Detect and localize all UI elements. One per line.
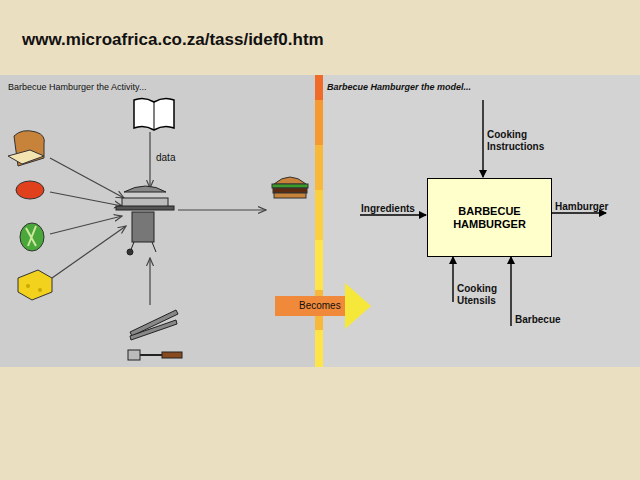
bread-icon	[8, 131, 44, 166]
left-panel	[0, 75, 316, 367]
panel-title: Barbecue Hamburger the model...	[327, 81, 471, 93]
becomes-label: Becomes	[299, 300, 341, 312]
book-icon	[134, 98, 174, 130]
idef0-arrows	[360, 100, 606, 326]
panel-title: Barbecue Hamburger the Activity...	[8, 81, 146, 93]
grill-icon	[116, 186, 174, 255]
becomes-arrow	[275, 283, 371, 329]
output-label: Hamburger	[555, 201, 608, 213]
mechanism-label: Barbecue	[515, 314, 561, 326]
burger-icon	[272, 177, 308, 198]
right-panel	[323, 75, 640, 367]
cheese-icon	[18, 270, 52, 300]
input-arrows	[50, 132, 266, 305]
divider-band	[315, 75, 323, 367]
lettuce-icon	[20, 223, 44, 251]
page-title: www.microafrica.co.za/tass/idef0.htm	[22, 30, 324, 50]
box-text: BARBECUE HAMBURGER	[428, 201, 551, 235]
spatula-icon	[128, 350, 182, 360]
control-label: Cooking Instructions	[487, 129, 547, 153]
input-label: Ingredients	[361, 203, 415, 215]
mechanism-label: Cooking Utensils	[457, 283, 505, 307]
flow-label: data	[156, 152, 175, 164]
process-box: BARBECUE HAMBURGER	[427, 178, 552, 257]
tomato-icon	[16, 181, 44, 199]
tongs-icon	[130, 310, 178, 340]
